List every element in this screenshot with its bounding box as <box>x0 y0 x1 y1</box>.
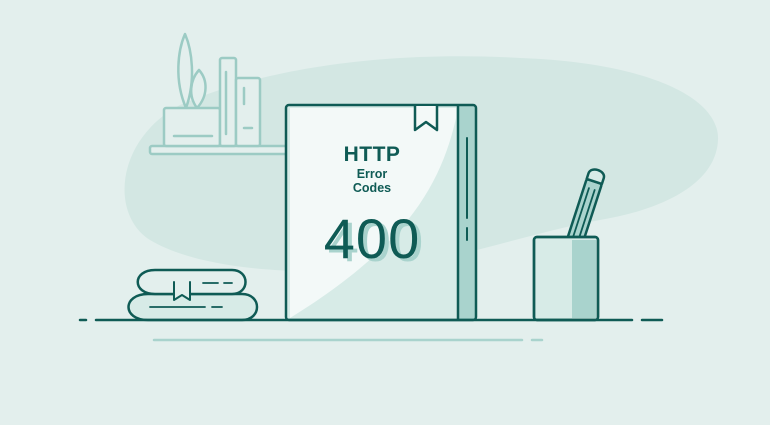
book-title: HTTP <box>343 143 401 166</box>
book-cover-text: HTTP Error Codes 400 <box>302 143 442 267</box>
plant-icon <box>162 32 222 148</box>
ground-line <box>78 318 664 342</box>
shelf-group <box>148 32 292 156</box>
bookmark-icon <box>413 106 439 132</box>
book-subtitle-line1: Error <box>356 167 388 181</box>
book-stack-icon <box>127 268 259 322</box>
book-cover-highlight <box>290 108 456 318</box>
bookshelf-icon <box>218 56 262 148</box>
main-book <box>284 103 478 322</box>
error-code: 400 <box>323 207 421 270</box>
pencil-cup-icon <box>532 168 606 322</box>
book-subtitle-line2: Codes <box>352 181 392 195</box>
